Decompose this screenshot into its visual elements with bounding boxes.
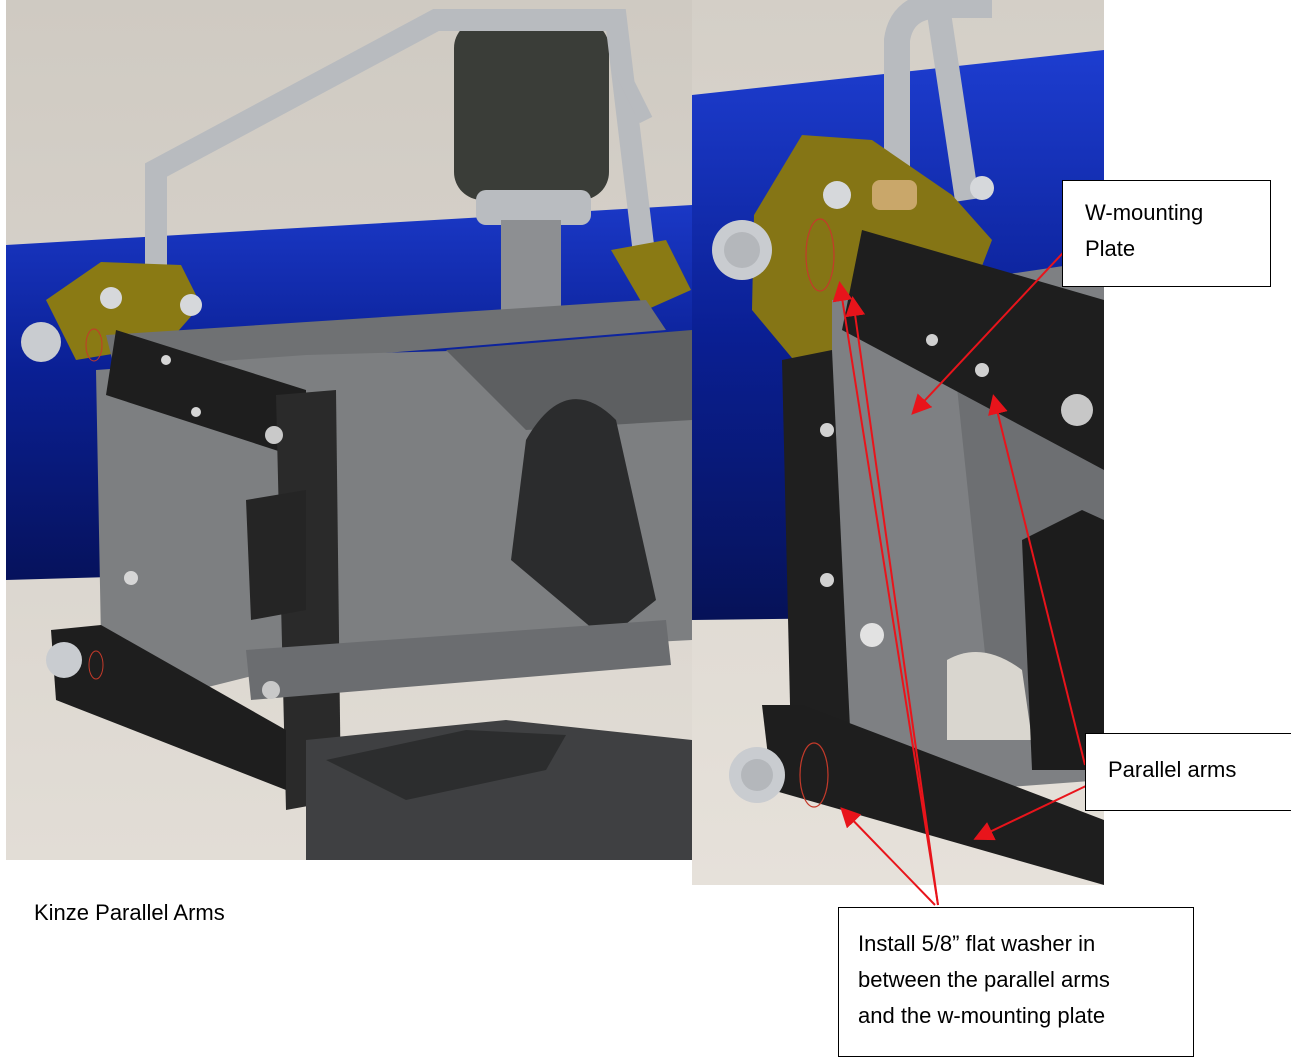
callout-line: between the parallel arms (858, 967, 1110, 992)
callout-line: and the w-mounting plate (858, 1003, 1106, 1028)
right-render-image (692, 0, 1104, 885)
left-render-image (6, 0, 692, 860)
callout-line: W-mounting (1085, 200, 1204, 225)
callout-line: Plate (1085, 236, 1136, 261)
callout-line: Install 5/8” flat washer in (858, 931, 1096, 956)
figure-caption: Kinze Parallel Arms (34, 900, 225, 925)
callout-w-mounting-plate: W-mounting Plate (1062, 180, 1271, 287)
callout-install-washer: Install 5/8” flat washer in between the … (838, 907, 1194, 1057)
callout-parallel-arms: Parallel arms (1085, 733, 1291, 811)
callout-line: Parallel arms (1108, 757, 1237, 782)
